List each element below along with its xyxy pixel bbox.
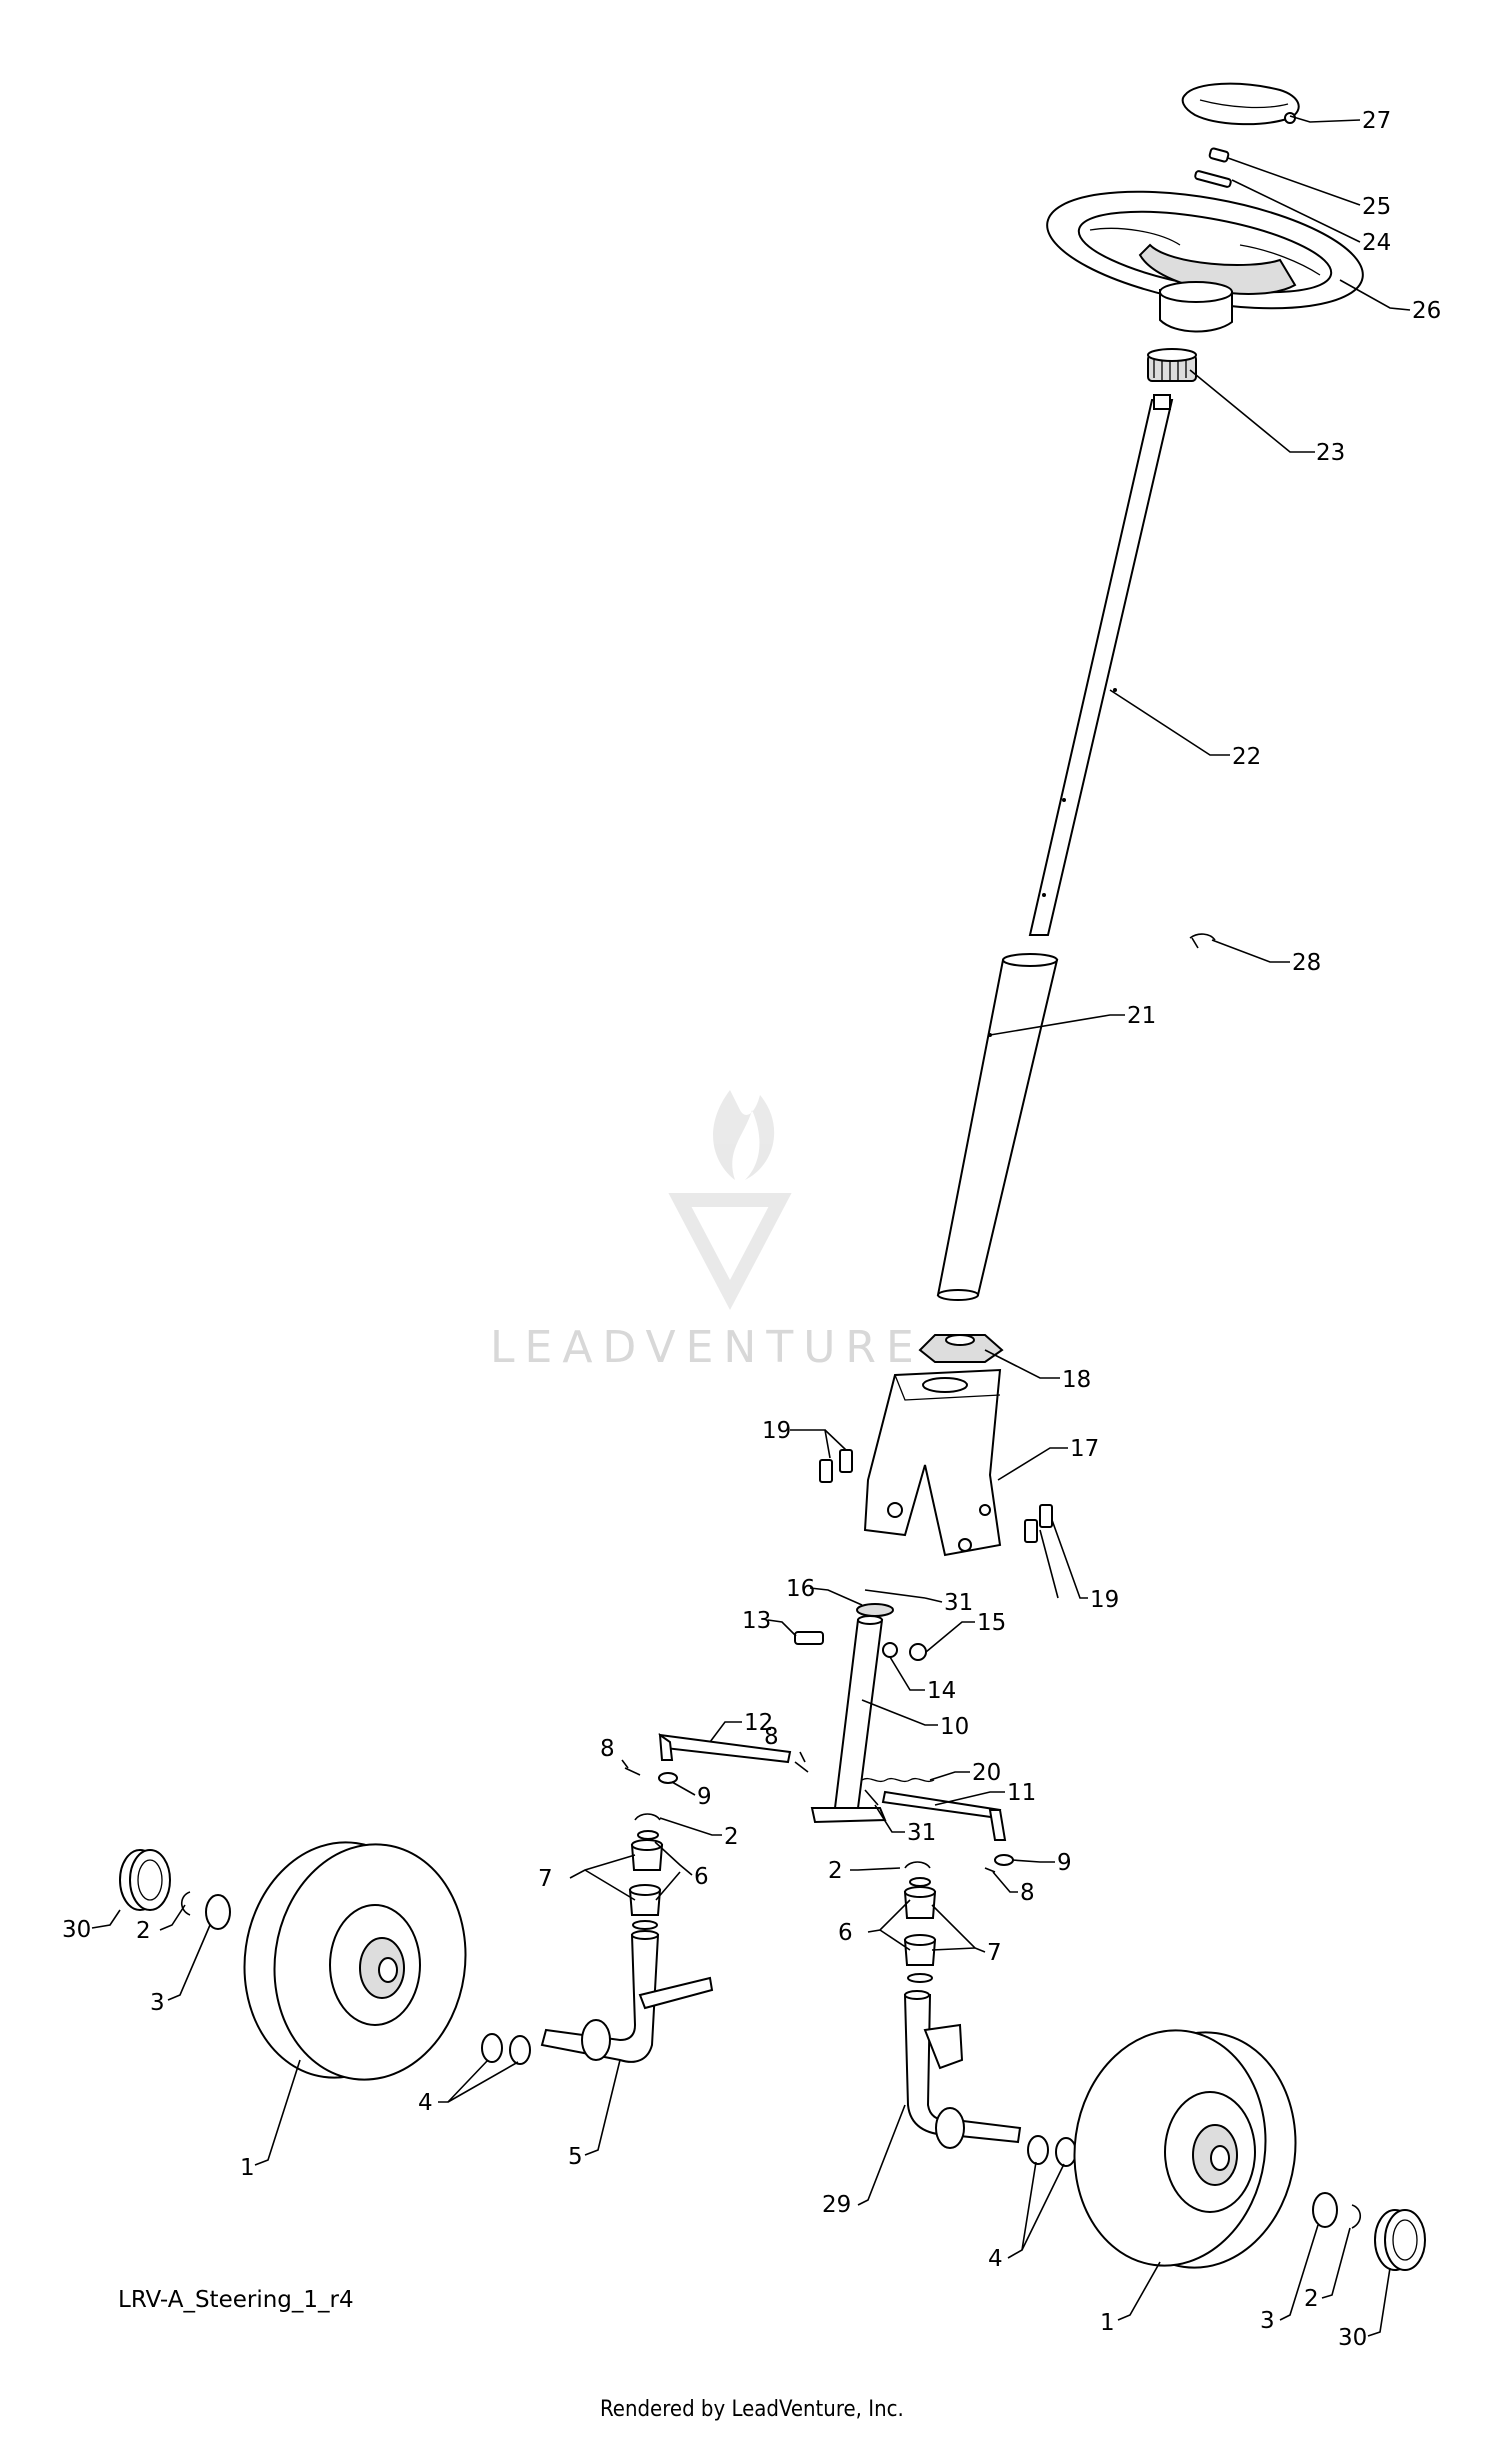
callout-20: 20 xyxy=(972,1760,1001,1786)
callout-4-right: 4 xyxy=(988,2246,1003,2272)
part-11-tie-rod xyxy=(881,1790,1007,1841)
callout-11: 11 xyxy=(1007,1780,1036,1806)
part-7-bushings-right xyxy=(903,1886,937,1966)
part-10-sector-shaft xyxy=(810,1615,887,1824)
part-3-washer-left xyxy=(205,1894,231,1930)
part-16-gear xyxy=(856,1603,894,1617)
part-12-drag-link xyxy=(658,1732,792,1764)
part-2-clip-left-spindle xyxy=(634,1813,661,1821)
part-1-tire-right xyxy=(1073,2029,1297,2269)
callout-26: 26 xyxy=(1412,298,1441,324)
part-23-hub-adapter xyxy=(1147,348,1197,382)
part-8-cotter-pins xyxy=(624,1761,996,1873)
callout-14: 14 xyxy=(927,1678,956,1704)
callout-2-right-spindle: 2 xyxy=(828,1858,843,1884)
callout-24: 24 xyxy=(1362,230,1391,256)
part-27-cap xyxy=(1181,82,1300,126)
callout-27: 27 xyxy=(1362,108,1391,134)
callout-31-lower: 31 xyxy=(907,1820,936,1846)
part-7-bushings-left xyxy=(628,1839,664,1916)
part-13-bolt xyxy=(794,1631,824,1645)
callout-8-right: 8 xyxy=(1020,1880,1035,1906)
callout-23: 23 xyxy=(1316,440,1345,466)
callout-19-left: 19 xyxy=(762,1418,791,1444)
callout-28: 28 xyxy=(1292,950,1321,976)
part-4-washers-right xyxy=(1027,2135,1077,2167)
part-4-washers-left xyxy=(481,2033,531,2065)
callout-3-left: 3 xyxy=(150,1990,165,2016)
callout-labels: 27 25 24 26 23 22 28 21 18 17 19 19 16 3… xyxy=(62,108,1441,2351)
callout-21: 21 xyxy=(1127,1003,1156,1029)
callout-5: 5 xyxy=(568,2144,583,2170)
part-31-upper-pin xyxy=(864,1589,926,1599)
watermark-text: LEADVENTURE xyxy=(490,1322,924,1373)
diagram-id: LRV-A_Steering_1_r4 xyxy=(118,2287,354,2313)
part-2-clip-right-spindle xyxy=(904,1861,931,1869)
watermark-logo-icon xyxy=(668,1090,792,1311)
callout-8-left: 8 xyxy=(600,1736,615,1762)
part-28-pin xyxy=(1189,933,1216,949)
callout-9-right: 9 xyxy=(1057,1850,1072,1876)
part-31-lower-pin xyxy=(864,1789,879,1806)
callout-6-left: 6 xyxy=(694,1864,709,1890)
part-2-clip-right-wheel xyxy=(1351,2204,1362,2229)
callout-7-left: 7 xyxy=(538,1866,553,1892)
callout-31-upper: 31 xyxy=(944,1590,973,1616)
callout-29: 29 xyxy=(822,2192,851,2218)
callout-8-center: 8 xyxy=(764,1724,779,1750)
part-15-nut xyxy=(909,1643,927,1661)
part-1-tire-left xyxy=(243,1841,467,2081)
callout-3-right: 3 xyxy=(1260,2308,1275,2334)
callout-2-left-spindle: 2 xyxy=(724,1824,739,1850)
callout-25: 25 xyxy=(1362,194,1391,220)
watermark: LEADVENTURE xyxy=(490,1090,924,1373)
part-30-hub-cap-left xyxy=(119,1849,171,1911)
callout-16: 16 xyxy=(786,1576,815,1602)
callout-2-left-wheel: 2 xyxy=(136,1918,151,1944)
part-24-bolt xyxy=(1194,170,1232,188)
callout-12: 12 xyxy=(744,1710,773,1736)
callout-30-right: 30 xyxy=(1338,2325,1367,2351)
callout-6-right: 6 xyxy=(838,1920,853,1946)
leader-lines xyxy=(91,115,1411,2337)
part-5-left-spindle xyxy=(540,1930,714,2063)
part-2-clip-left-wheel xyxy=(180,1891,191,1916)
callout-22: 22 xyxy=(1232,744,1261,770)
callout-7-right: 7 xyxy=(987,1940,1002,1966)
callout-2-right-wheel: 2 xyxy=(1304,2286,1319,2312)
part-19-bolts xyxy=(819,1449,1053,1543)
callout-19-right: 19 xyxy=(1090,1587,1119,1613)
part-6-washers-left xyxy=(632,1830,659,1930)
part-17-steering-bracket xyxy=(863,1368,1002,1557)
callout-18: 18 xyxy=(1062,1367,1091,1393)
footer-credit: Rendered by LeadVenture, Inc. xyxy=(600,2397,904,2422)
part-22-steering-shaft xyxy=(1028,394,1174,936)
callout-13: 13 xyxy=(742,1608,771,1634)
callout-1-right: 1 xyxy=(1100,2310,1115,2336)
part-14-washer xyxy=(882,1642,898,1658)
part-25-nut xyxy=(1208,147,1230,163)
callout-1-left: 1 xyxy=(240,2155,255,2181)
part-29-right-spindle xyxy=(903,1990,1022,2149)
callout-15: 15 xyxy=(977,1610,1006,1636)
part-20-spring xyxy=(861,1777,935,1783)
part-30-hub-cap-right xyxy=(1374,2209,1426,2271)
callout-30-left: 30 xyxy=(62,1917,91,1943)
callout-17: 17 xyxy=(1070,1436,1099,1462)
part-3-washer-right xyxy=(1312,2192,1338,2228)
part-21-steering-tube xyxy=(936,953,1059,1301)
callout-4-left: 4 xyxy=(418,2090,433,2116)
part-18-bushing xyxy=(918,1334,1004,1363)
callout-10: 10 xyxy=(940,1714,969,1740)
callout-9-left: 9 xyxy=(697,1784,712,1810)
part-26-steering-wheel xyxy=(1046,190,1364,333)
